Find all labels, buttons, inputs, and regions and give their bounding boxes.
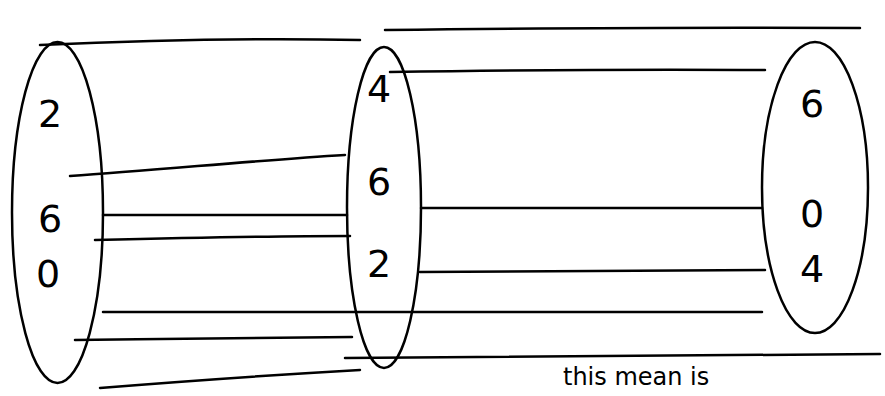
guide-line	[95, 236, 350, 240]
digit-label: 4	[800, 250, 824, 288]
ellipse-section: 2 6 0	[10, 40, 105, 385]
digit-label: 6	[38, 200, 62, 238]
guide-line	[70, 155, 345, 176]
digit-label: 6	[800, 85, 824, 123]
cylinder-bottom-line	[345, 354, 880, 358]
digit-label: 4	[367, 70, 391, 108]
digit-label: 6	[367, 163, 391, 201]
ellipse-section: 6 0 4	[760, 40, 870, 335]
cylinder-bottom-line	[100, 370, 360, 388]
handwritten-note: this mean is	[560, 364, 712, 390]
digit-label: 0	[800, 195, 824, 233]
connector-line	[103, 215, 347, 216]
guide-line	[75, 337, 352, 340]
connector-line	[421, 208, 762, 209]
guide-line	[420, 270, 765, 272]
connector-line	[103, 312, 762, 313]
cylinder-top-line	[385, 28, 860, 30]
guide-line	[390, 70, 765, 72]
digit-label: 2	[367, 245, 391, 283]
ellipse-section: 4 6 2	[345, 45, 423, 370]
digit-label: 2	[38, 95, 62, 133]
cylinder-top-line	[40, 39, 360, 45]
digit-label: 0	[36, 255, 60, 293]
